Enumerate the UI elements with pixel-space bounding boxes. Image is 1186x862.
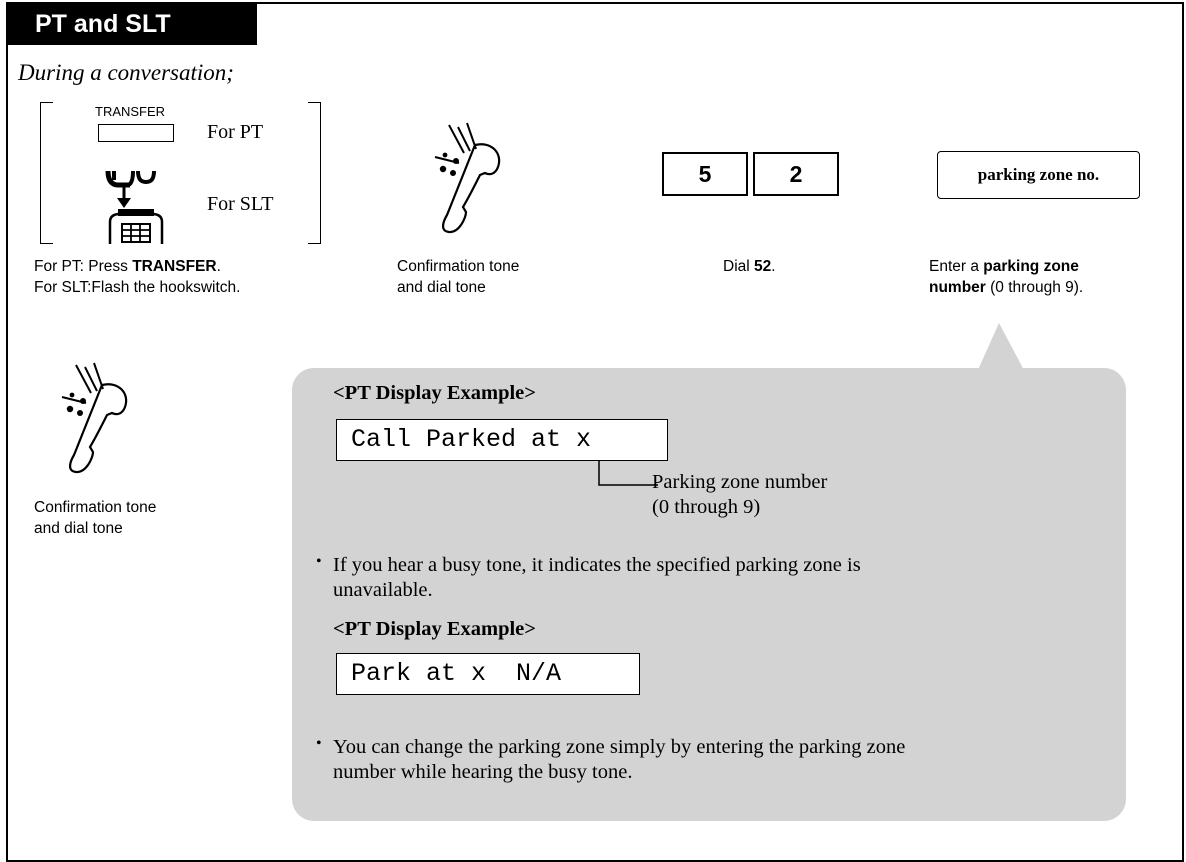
- step3-caption: Dial 52.: [723, 258, 776, 275]
- step1-caption: For PT: Press TRANSFER. For SLT:Flash th…: [34, 256, 240, 298]
- step4-caption: Enter a parking zone number (0 through 9…: [929, 256, 1083, 298]
- step1-caption-line1: For PT: Press TRANSFER.: [34, 258, 221, 275]
- parking-zone-input-box: parking zone no.: [937, 151, 1140, 199]
- step1-caption-line2: For SLT:Flash the hookswitch.: [34, 279, 241, 296]
- step4-caption-line1: Enter a parking zone: [929, 258, 1079, 275]
- display-example-heading: <PT Display Example>: [333, 382, 536, 404]
- bullet-change-zone: You can change the parking zone simply b…: [333, 735, 905, 785]
- bullet-dot: •: [316, 735, 322, 752]
- section-title-tab: PT and SLT: [7, 3, 257, 45]
- transfer-key-label: TRANSFER: [95, 104, 166, 119]
- handset-tone-icon: [434, 122, 501, 234]
- step4-caption-line2: number (0 through 9).: [929, 279, 1084, 296]
- transfer-key-icon: [98, 124, 174, 142]
- dial-key-5: 5: [662, 152, 748, 196]
- step2-caption-line1: Confirmation tone: [397, 258, 520, 275]
- step5-caption: Confirmation tone and dial tone: [34, 497, 156, 539]
- pt-display-park-na: Park at x N/A: [336, 653, 640, 695]
- intro-text: During a conversation;: [18, 60, 234, 85]
- bullet2-line1: You can change the parking zone simply b…: [333, 736, 906, 758]
- step5-caption-line2: and dial tone: [34, 520, 123, 537]
- dial-key-2: 2: [753, 152, 839, 196]
- bullet1-line2: unavailable.: [333, 579, 433, 601]
- pointer-label-line1: Parking zone number: [652, 471, 828, 493]
- callout-pointer: [977, 323, 1025, 372]
- display-example-heading: <PT Display Example>: [333, 618, 536, 640]
- for-pt-label: For PT: [207, 121, 264, 143]
- pt-display-call-parked: Call Parked at x: [336, 419, 668, 461]
- bullet1-line1: If you hear a busy tone, it indicates th…: [333, 554, 861, 576]
- bullet-busy-tone: If you hear a busy tone, it indicates th…: [333, 553, 861, 603]
- step2-caption-line2: and dial tone: [397, 279, 486, 296]
- parking-zone-number-label: Parking zone number (0 through 9): [652, 470, 827, 520]
- step5-caption-line1: Confirmation tone: [34, 499, 157, 516]
- step2-caption: Confirmation tone and dial tone: [397, 256, 519, 298]
- bullet-dot: •: [316, 553, 322, 570]
- pointer-label-line2: (0 through 9): [652, 496, 761, 518]
- left-bracket: [40, 102, 53, 244]
- for-slt-label: For SLT: [207, 193, 274, 215]
- bullet2-line2: number while hearing the busy tone.: [333, 761, 633, 783]
- right-bracket: [308, 102, 321, 244]
- pointer-leader-line: [598, 461, 658, 486]
- handset-tone-icon: [61, 362, 128, 474]
- hookswitch-flash-icon: [105, 170, 164, 244]
